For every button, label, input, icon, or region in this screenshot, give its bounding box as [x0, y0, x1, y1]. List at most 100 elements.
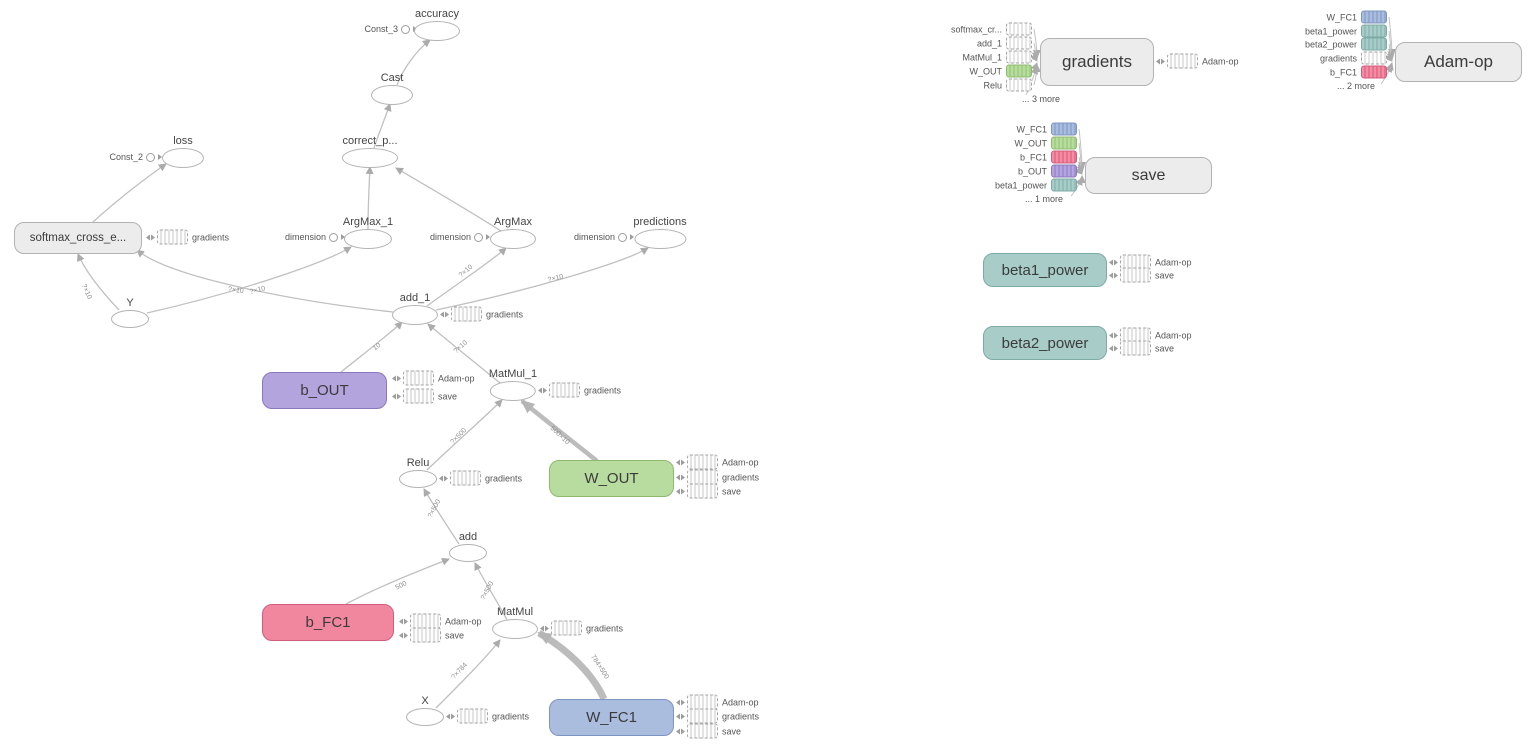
stub-gradients-adam-op[interactable]: Adam-op: [1156, 53, 1239, 69]
stub-w-fc1-save[interactable]: save: [676, 723, 741, 739]
op-ellipse[interactable]: [633, 229, 686, 249]
aux-input-beta1-power[interactable]: beta1_power: [995, 178, 1077, 192]
stub-beta1-save[interactable]: save: [1109, 267, 1174, 283]
aux-node-beta2-power[interactable]: beta2_power: [983, 326, 1107, 360]
op-ellipse[interactable]: [490, 229, 536, 249]
stub-b-out-save[interactable]: save: [392, 388, 457, 404]
aux-input-label: W_OUT: [969, 66, 1003, 76]
graph-edge: [1384, 53, 1393, 62]
stub-w-out-save[interactable]: save: [676, 483, 741, 499]
stub-relu-gradients[interactable]: gradients: [439, 470, 523, 486]
op-node-argmax[interactable]: ArgMax: [490, 216, 536, 249]
node-b-out[interactable]: b_OUT: [262, 372, 387, 409]
aux-input-beta1-power[interactable]: beta1_power: [1305, 24, 1387, 38]
stub-matmul-1-gradients[interactable]: gradients: [538, 382, 621, 398]
op-ellipse[interactable]: [111, 310, 149, 328]
edge-shape-label: ?×10: [249, 285, 267, 296]
stub-beta2-save[interactable]: save: [1109, 340, 1174, 356]
op-ellipse[interactable]: [414, 21, 460, 41]
edge-shape-label: ?×10: [452, 339, 470, 356]
aux-input-b-fc1[interactable]: b_FC1: [1330, 65, 1387, 79]
aux-input-b-fc1[interactable]: b_FC1: [1020, 150, 1077, 164]
stub-box-icon: [457, 708, 488, 724]
graph-edge: [146, 246, 352, 314]
op-ellipse[interactable]: [392, 305, 438, 325]
aux-input-w-fc1[interactable]: W_FC1: [1326, 10, 1387, 24]
aux-node-gradients[interactable]: gradients: [1040, 38, 1154, 86]
stub-label: Adam-op: [1202, 56, 1239, 66]
op-label: predictions: [633, 216, 687, 228]
op-node-x[interactable]: X: [406, 695, 444, 726]
node-b-fc1[interactable]: b_FC1: [262, 604, 394, 641]
op-node-argmax-1[interactable]: ArgMax_1: [343, 216, 393, 249]
op-ellipse[interactable]: [371, 85, 413, 105]
op-node-accuracy[interactable]: accuracy: [414, 8, 460, 41]
aux-input-w-fc1[interactable]: W_FC1: [1016, 122, 1077, 136]
op-node-relu[interactable]: Relu: [399, 457, 437, 488]
op-node-cast[interactable]: Cast: [371, 72, 413, 105]
stub-b-fc1-save[interactable]: save: [399, 627, 464, 643]
stub-x-gradients[interactable]: gradients: [446, 708, 529, 724]
stub-b-fc1-adam-op[interactable]: Adam-op: [399, 613, 482, 629]
op-ellipse[interactable]: [162, 148, 204, 168]
op-node-y[interactable]: Y: [111, 297, 149, 328]
graph-edge: [1074, 166, 1083, 175]
node-w-out[interactable]: W_OUT: [549, 460, 674, 497]
const-circle-icon: [401, 24, 410, 34]
aux-input-beta2-power[interactable]: beta2_power: [1305, 37, 1387, 51]
op-node-add-1[interactable]: add_1: [392, 292, 438, 325]
ref-edge-arrows-icon: [1156, 58, 1165, 64]
aux-input-matmul-1[interactable]: MatMul_1: [962, 50, 1032, 64]
const-input-dimension-argmax[interactable]: dimension: [430, 232, 490, 242]
stub-w-out-adam-op[interactable]: Adam-op: [676, 454, 759, 470]
aux-node-adam-op[interactable]: Adam-op: [1395, 42, 1522, 82]
op-node-add[interactable]: add: [449, 531, 487, 562]
aux-input-add-1[interactable]: add_1: [977, 36, 1032, 50]
const-input-dimension-argmax-1[interactable]: dimension: [285, 232, 345, 242]
op-ellipse[interactable]: [492, 619, 538, 639]
aux-input-relu[interactable]: Relu: [983, 78, 1032, 92]
ref-edge-arrows-icon: [399, 618, 408, 624]
aux-input-w-out[interactable]: W_OUT: [1015, 136, 1077, 150]
op-ellipse[interactable]: [489, 381, 536, 401]
aux-node-beta1-power[interactable]: beta1_power: [983, 253, 1107, 287]
mini-node-icon: [1006, 36, 1032, 50]
stub-box-icon: [549, 382, 580, 398]
stub-matmul-gradients[interactable]: gradients: [540, 620, 623, 636]
aux-input-softmax-cr[interactable]: softmax_cr...: [951, 22, 1032, 36]
const-input-dimension-predictions[interactable]: dimension: [574, 232, 634, 242]
op-ellipse[interactable]: [399, 470, 437, 488]
stub-w-fc1-adam-op[interactable]: Adam-op: [676, 694, 759, 710]
op-node-correct-prediction[interactable]: correct_p...: [342, 135, 398, 168]
stub-label: gradients: [485, 473, 523, 483]
const-input-const-2[interactable]: Const_2: [109, 152, 162, 162]
mini-node-icon: [1051, 164, 1077, 178]
arrow-icon: [486, 234, 490, 240]
edge-shape-label: ?×500: [426, 498, 443, 520]
stub-w-fc1-gradients[interactable]: gradients: [676, 708, 759, 724]
node-w-fc1[interactable]: W_FC1: [549, 699, 674, 736]
aux-node-save[interactable]: save: [1085, 157, 1212, 194]
op-ellipse[interactable]: [449, 544, 487, 562]
op-ellipse[interactable]: [406, 708, 444, 726]
aux-input-w-out[interactable]: W_OUT: [969, 64, 1032, 78]
aux-input-b-out[interactable]: b_OUT: [1018, 164, 1077, 178]
stub-label: Adam-op: [1155, 330, 1192, 340]
op-ellipse[interactable]: [343, 229, 392, 249]
more-inputs-label: ... 3 more: [1021, 94, 1060, 104]
stub-softmax-gradients[interactable]: gradients: [146, 229, 229, 245]
stub-w-out-gradients[interactable]: gradients: [676, 469, 759, 485]
op-node-loss[interactable]: loss: [162, 135, 204, 168]
node-softmax-cross-entropy[interactable]: softmax_cross_e...: [14, 222, 142, 254]
stub-b-out-adam-op[interactable]: Adam-op: [392, 370, 475, 386]
op-node-predictions[interactable]: predictions: [633, 216, 687, 249]
op-ellipse[interactable]: [342, 148, 398, 168]
op-node-matmul[interactable]: MatMul: [492, 606, 538, 639]
op-node-matmul-1[interactable]: MatMul_1: [489, 368, 537, 401]
aux-input-gradients[interactable]: gradients: [1320, 51, 1387, 65]
stub-add-1-gradients[interactable]: gradients: [440, 306, 523, 322]
stub-beta1-adam-op[interactable]: Adam-op: [1109, 254, 1192, 270]
const-input-const-3[interactable]: Const_3: [364, 24, 417, 34]
